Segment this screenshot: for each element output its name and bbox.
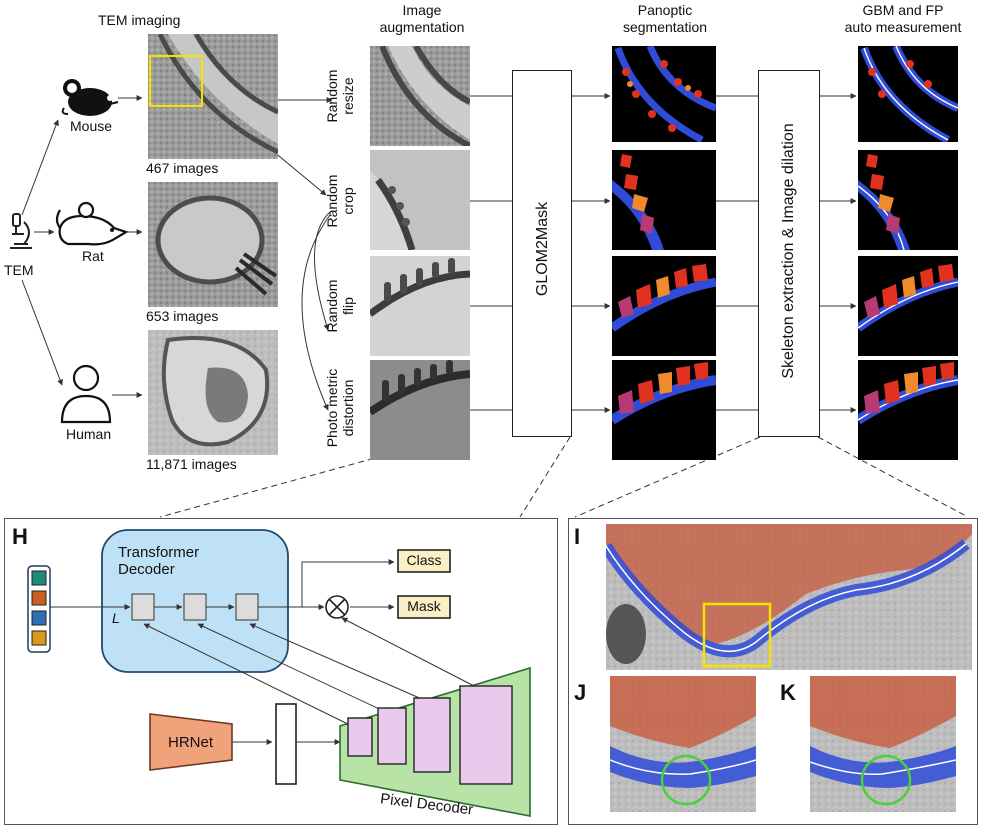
- class-box: [397, 549, 451, 573]
- rat-image-count: 653 images: [146, 308, 219, 324]
- skeleton-dilation-box: Skeleton extraction & Image dilation: [758, 70, 820, 437]
- zoom-highlight-box: [702, 602, 772, 668]
- highlight-circle: [860, 754, 912, 806]
- aug-crop-image: [370, 150, 470, 250]
- rat-tem-image: [148, 182, 278, 307]
- mask-box: [397, 595, 451, 619]
- measure-image-3: [858, 256, 958, 356]
- mask-label: Mask: [407, 598, 441, 614]
- pixel-feature-1: [347, 717, 373, 757]
- species-mouse-label: Mouse: [70, 118, 113, 134]
- mouse-icon: [61, 79, 119, 116]
- mouse-image-count: 467 images: [146, 160, 219, 176]
- tem-label: TEM: [4, 262, 34, 278]
- glom2mask-box: GLOM2Mask: [512, 70, 572, 437]
- panel-k-letter: K: [780, 680, 796, 705]
- class-label: Class: [406, 552, 442, 568]
- panel-h-diagram: [27, 529, 531, 817]
- query-token-1: [31, 570, 47, 586]
- pixel-feature-2: [377, 707, 407, 765]
- microscope-icon: [10, 213, 32, 249]
- species-rat-label: Rat: [82, 248, 104, 264]
- hrnet-label: HRNet: [168, 734, 214, 751]
- skeleton-dilation-label: Skeleton extraction & Image dilation: [780, 123, 797, 379]
- aug-photometric-image: [370, 360, 470, 460]
- aug-resize-image: [370, 46, 470, 146]
- decoder-layer-1: [131, 593, 155, 621]
- feature-bar: [275, 703, 297, 785]
- decoder-layer-2: [183, 593, 207, 621]
- highlight-circle: [660, 754, 712, 806]
- decoder-layer-3: [235, 593, 259, 621]
- species-human-label: Human: [66, 426, 112, 442]
- layer-count-label: L: [112, 610, 120, 626]
- human-icon: [60, 364, 112, 424]
- panel-j-image: [610, 676, 756, 812]
- measure-image-2: [858, 150, 958, 250]
- panel-h: [4, 518, 558, 825]
- measure-image-4: [858, 360, 958, 460]
- seg-image-2: [612, 150, 716, 250]
- highlight-box: [149, 55, 203, 107]
- seg-image-1: [612, 46, 716, 142]
- panel-i-letter: I: [574, 524, 581, 549]
- seg-image-3: [612, 256, 716, 356]
- rat-icon: [55, 201, 129, 246]
- human-tem-image: [148, 330, 278, 455]
- query-token-3: [31, 610, 47, 626]
- glom2mask-label: GLOM2Mask: [534, 201, 551, 297]
- pixel-feature-3: [413, 697, 451, 773]
- panel-h-letter: H: [12, 524, 28, 549]
- mouse-tem-image: [148, 34, 278, 159]
- hrnet-block: [149, 713, 233, 771]
- measure-image-1: [858, 46, 958, 142]
- panel-i-image: [606, 524, 972, 670]
- aug-flip-image: [370, 256, 470, 356]
- panel-k-image: [810, 676, 956, 812]
- seg-image-4: [612, 360, 716, 460]
- pixel-feature-4: [459, 685, 513, 785]
- human-image-count: 11,871 images: [146, 456, 237, 472]
- panel-j-letter: J: [574, 680, 587, 705]
- query-token-4: [31, 630, 47, 646]
- panel-ijk: [568, 518, 978, 825]
- tem-imaging-header: TEM imaging: [98, 12, 181, 28]
- query-token-2: [31, 590, 47, 606]
